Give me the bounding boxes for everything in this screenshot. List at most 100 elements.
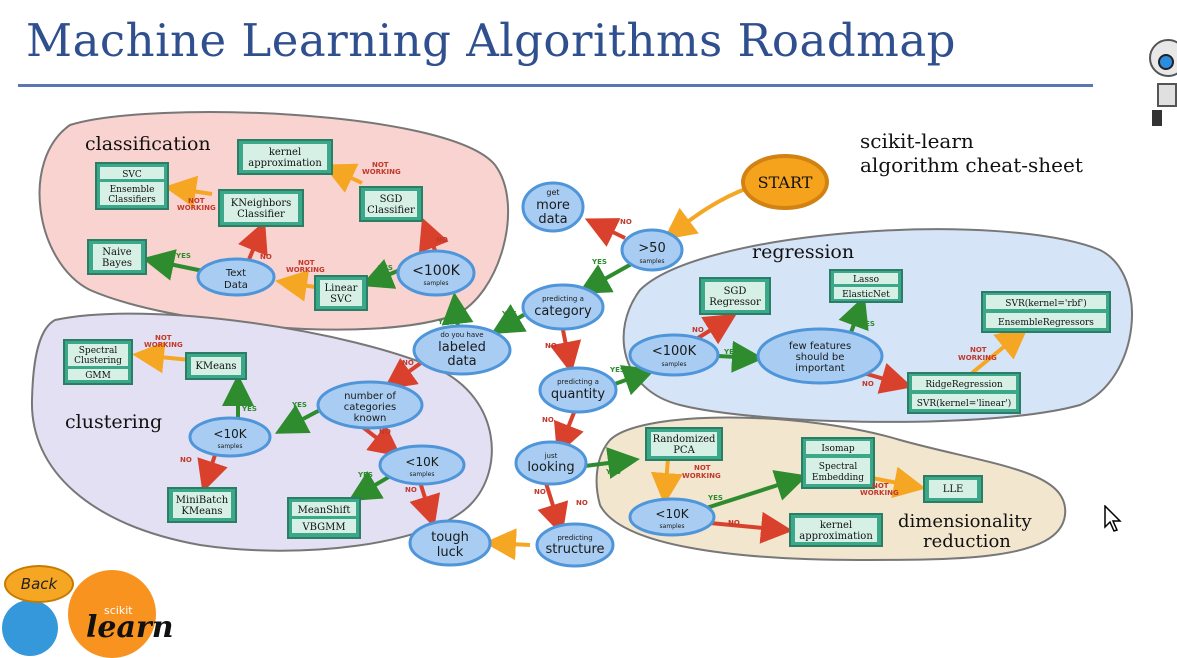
svg-text:Classifier: Classifier xyxy=(237,209,285,220)
svg-text:categories: categories xyxy=(344,402,396,413)
kneighbors-classifier-box[interactable]: KNeighbors Classifier xyxy=(218,189,304,227)
svg-text:<100K: <100K xyxy=(652,344,697,359)
linear-svc-box[interactable]: Linear SVC xyxy=(314,275,368,311)
page-title: Machine Learning Algorithms Roadmap xyxy=(26,14,956,67)
minibatch-kmeans-box[interactable]: MiniBatch KMeans xyxy=(167,487,237,523)
isomap-spectral-embedding-box[interactable]: Isomap Spectral Embedding xyxy=(801,437,875,489)
sgd-regressor-box[interactable]: SGD Regressor xyxy=(699,277,771,315)
kmeans-box[interactable]: KMeans xyxy=(185,352,247,380)
svg-text:NO: NO xyxy=(542,416,554,424)
svg-text:samples: samples xyxy=(218,443,243,450)
svg-text:samples: samples xyxy=(662,361,687,368)
svg-text:YES: YES xyxy=(241,405,257,413)
logo-learn-text: learn xyxy=(86,610,174,645)
svg-text:Embedding: Embedding xyxy=(812,473,864,483)
kernel-approximation-box-classification[interactable]: kernel approximation xyxy=(237,139,333,175)
svg-text:category: category xyxy=(534,304,592,319)
svg-text:YES: YES xyxy=(591,258,607,266)
lle-box[interactable]: LLE xyxy=(923,475,983,503)
svg-text:WORKING: WORKING xyxy=(286,266,325,274)
svg-text:YES: YES xyxy=(605,468,621,476)
svg-text:EnsembleRegressors: EnsembleRegressors xyxy=(998,318,1094,328)
svg-text:YES: YES xyxy=(291,401,307,409)
svg-text:SGD: SGD xyxy=(724,286,747,297)
dimensionality-10k-node: <10K samples xyxy=(628,497,716,537)
svg-text:START: START xyxy=(758,173,813,192)
regression-100k-node: <100K samples xyxy=(628,333,720,377)
predicting-structure-node: predicting structure xyxy=(535,522,615,568)
svc-ensemble-box[interactable]: SVC Ensemble Classifiers xyxy=(95,162,169,210)
svg-text:kernel: kernel xyxy=(269,147,301,158)
svg-text:NO: NO xyxy=(728,519,740,527)
svg-text:NO: NO xyxy=(576,499,588,507)
svg-text:approximation: approximation xyxy=(799,531,873,542)
svg-text:luck: luck xyxy=(437,545,464,560)
randomized-pca-box[interactable]: Randomized PCA xyxy=(645,427,723,461)
logo-scikit-text: scikit xyxy=(104,604,133,617)
svg-text:Classifiers: Classifiers xyxy=(108,195,156,205)
svg-text:few features: few features xyxy=(789,341,851,352)
svg-text:GMM: GMM xyxy=(85,371,111,381)
regression-label: regression xyxy=(752,241,854,263)
clustering-10k-second-node: <10K samples xyxy=(378,444,466,486)
svg-text:more: more xyxy=(536,198,570,213)
svg-text:SVC: SVC xyxy=(122,170,142,180)
svg-text:samples: samples xyxy=(410,471,435,478)
clustering-10k-node: <10K samples xyxy=(188,416,272,458)
cheatsheet-title-line2: algorithm cheat-sheet xyxy=(860,153,1083,177)
text-data-node: Text Data xyxy=(196,257,276,297)
svg-text:YES: YES xyxy=(357,471,373,479)
svg-text:YES: YES xyxy=(501,310,517,318)
svg-text:SVC: SVC xyxy=(330,294,352,305)
svg-text:labeled: labeled xyxy=(438,340,486,355)
clustering-label: clustering xyxy=(65,411,162,433)
start-node[interactable]: START xyxy=(741,154,829,210)
svg-text:Text: Text xyxy=(225,268,246,279)
svg-text:KNeighbors: KNeighbors xyxy=(231,198,292,209)
svg-text:structure: structure xyxy=(546,542,605,557)
tough-luck-node: tough luck xyxy=(408,519,492,567)
meanshift-vbgmm-box[interactable]: MeanShift VBGMM xyxy=(287,497,361,539)
svg-text:NO: NO xyxy=(692,326,704,334)
dimensionality-label-line2: reduction xyxy=(923,531,1011,552)
svg-text:Spectral: Spectral xyxy=(819,462,858,472)
svg-text:YES: YES xyxy=(723,348,739,356)
lasso-elasticnet-box[interactable]: Lasso ElasticNet xyxy=(829,269,903,303)
svg-text:NO: NO xyxy=(379,428,391,436)
get-more-data-node: get more data xyxy=(521,181,585,233)
svg-text:WORKING: WORKING xyxy=(144,341,183,349)
svg-text:predicting a: predicting a xyxy=(542,295,584,303)
svg-text:Classifier: Classifier xyxy=(367,205,415,216)
svg-text:kernel: kernel xyxy=(820,520,852,531)
classification-label: classification xyxy=(85,133,211,155)
svg-text:YES: YES xyxy=(859,320,875,328)
svg-text:RidgeRegression: RidgeRegression xyxy=(925,380,1003,390)
number-of-categories-node: number of categories known xyxy=(316,380,424,430)
svg-text:YES: YES xyxy=(175,252,191,260)
svr-rbf-ensemble-box[interactable]: SVR(kernel='rbf') EnsembleRegressors xyxy=(981,291,1111,333)
svg-text:looking: looking xyxy=(527,460,574,475)
svg-text:approximation: approximation xyxy=(248,158,322,169)
naive-bayes-box[interactable]: Naive Bayes xyxy=(87,239,147,275)
svg-text:Lasso: Lasso xyxy=(853,275,879,285)
svg-text:<10K: <10K xyxy=(213,427,247,441)
svg-text:SGD: SGD xyxy=(380,194,403,205)
svg-text:predicting a: predicting a xyxy=(557,378,599,386)
arrows xyxy=(132,163,1029,561)
svg-text:get: get xyxy=(546,188,559,197)
svg-text:MiniBatch: MiniBatch xyxy=(176,495,229,506)
svg-text:PCA: PCA xyxy=(673,445,695,456)
ridge-regression-box[interactable]: RidgeRegression SVR(kernel='linear') xyxy=(907,372,1021,414)
svg-text:WORKING: WORKING xyxy=(860,489,899,497)
kernel-approximation-box-dimensionality[interactable]: kernel approximation xyxy=(789,513,883,547)
back-button[interactable]: Back xyxy=(4,565,74,603)
svg-text:NO: NO xyxy=(260,253,272,261)
sgd-classifier-box[interactable]: SGD Classifier xyxy=(359,186,423,222)
svg-text:NO: NO xyxy=(862,380,874,388)
svg-text:important: important xyxy=(795,363,844,374)
spectral-clustering-gmm-box[interactable]: Spectral Clustering GMM xyxy=(63,339,133,385)
svg-text:NO: NO xyxy=(620,218,632,226)
svg-text:Bayes: Bayes xyxy=(102,258,132,269)
svg-text:number of: number of xyxy=(344,391,396,402)
